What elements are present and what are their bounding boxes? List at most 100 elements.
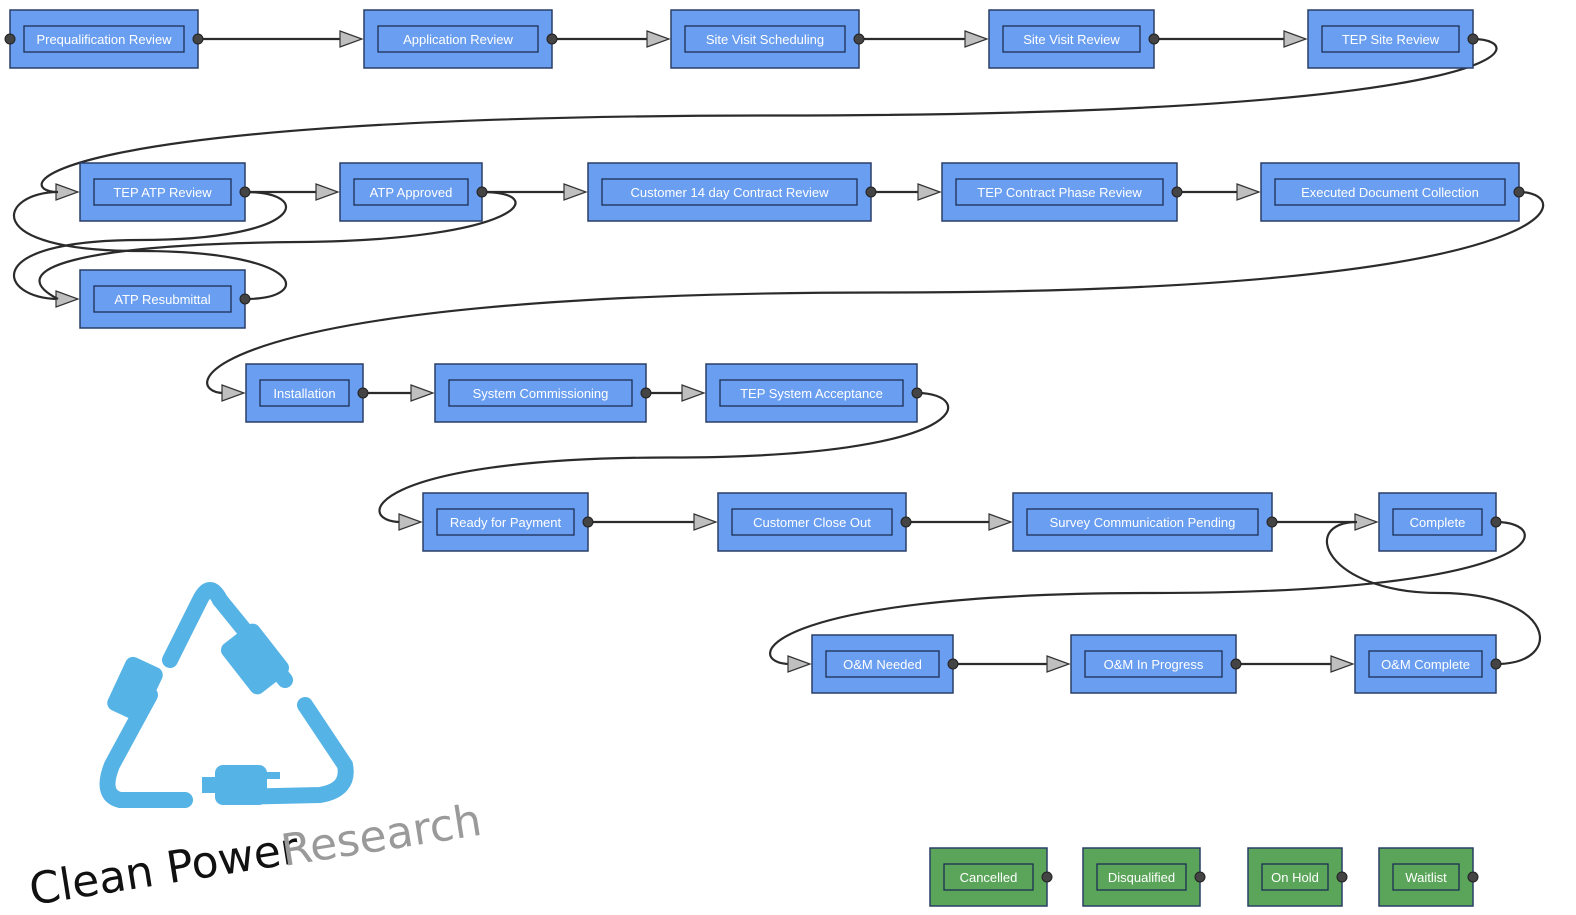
node-label: Installation [273,386,335,401]
node-atpresub[interactable]: ATP Resubmittal [79,269,251,329]
node-label: TEP Site Review [1342,32,1440,47]
node-label: Site Visit Scheduling [706,32,824,47]
node-label: Complete [1410,515,1466,530]
output-port[interactable] [476,186,488,198]
node-execdoc[interactable]: Executed Document Collection [1260,162,1525,222]
node-label: Prequalification Review [36,32,172,47]
arrowhead-icon [1046,655,1071,673]
arrowhead-icon [964,30,989,48]
arrowhead-icon [1283,30,1308,48]
node-syscomm[interactable]: System Commissioning [434,363,652,423]
node-atpappr[interactable]: ATP Approved [339,162,488,222]
node-survey[interactable]: Survey Communication Pending [1012,492,1278,552]
output-port[interactable] [1513,186,1525,198]
connector-complete-omneeded[interactable] [769,520,1526,666]
output-port[interactable] [1230,658,1242,670]
arrowhead-icon [1354,513,1379,531]
connector-tepatp-atpresub[interactable] [13,190,288,301]
output-port[interactable] [357,387,369,399]
output-port[interactable] [947,658,959,670]
output-port[interactable] [239,293,251,305]
output-port[interactable] [1041,871,1053,883]
output-port[interactable] [1467,33,1479,45]
plug-shapes [107,623,289,805]
node-label: On Hold [1271,870,1319,885]
node-cancelled[interactable]: Cancelled [929,847,1053,907]
node-label: System Commissioning [473,386,609,401]
node-label: Application Review [403,32,513,47]
node-onhold[interactable]: On Hold [1247,847,1348,907]
connector-atpresub-tepatp[interactable] [13,190,288,301]
output-port[interactable] [853,33,865,45]
arrowhead-icon [398,513,423,531]
node-svreview[interactable]: Site Visit Review [988,9,1160,69]
arrowhead-icon [55,183,80,201]
logo-word-research: Research [278,795,485,877]
output-port[interactable] [192,33,204,45]
output-port[interactable] [239,186,251,198]
output-port[interactable] [1266,516,1278,528]
connector-omcomplete-complete[interactable] [1326,520,1542,666]
node-label: Waitlist [1405,870,1447,885]
node-omneeded[interactable]: O&M Needed [811,634,959,694]
output-port[interactable] [1148,33,1160,45]
node-complete[interactable]: Complete [1378,492,1502,552]
node-label: Customer Close Out [753,515,871,530]
node-omprog[interactable]: O&M In Progress [1070,634,1242,694]
nodes: Prequalification Review Application Revie… [4,9,1525,907]
node-label: TEP ATP Review [113,185,212,200]
node-waitlist[interactable]: Waitlist [1378,847,1479,907]
node-label: TEP Contract Phase Review [977,185,1142,200]
output-port[interactable] [900,516,912,528]
node-omcomplete[interactable]: O&M Complete [1354,634,1502,694]
node-closeout[interactable]: Customer Close Out [717,492,912,552]
output-port[interactable] [1171,186,1183,198]
output-port[interactable] [1490,658,1502,670]
output-port[interactable] [582,516,594,528]
arrowhead-icon [646,30,671,48]
node-label: ATP Approved [370,185,453,200]
arrowhead-icon [563,183,588,201]
arrowhead-icon [410,384,435,402]
connector-tepsys-ready[interactable] [378,391,950,524]
node-cust14[interactable]: Customer 14 day Contract Review [587,162,877,222]
arrowhead-icon [693,513,718,531]
arrowhead-icon [221,384,246,402]
input-port[interactable] [4,33,16,45]
connector-execdoc-install[interactable] [206,190,1545,395]
arrowhead-icon [1236,183,1261,201]
node-prequal[interactable]: Prequalification Review [9,9,204,69]
arrowhead-icon [917,183,942,201]
output-port[interactable] [1490,516,1502,528]
node-svsched[interactable]: Site Visit Scheduling [670,9,865,69]
node-app[interactable]: Application Review [363,9,558,69]
output-port[interactable] [640,387,652,399]
node-label: Cancelled [960,870,1018,885]
node-tepsys[interactable]: TEP System Acceptance [705,363,923,423]
arrowhead-icon [315,183,340,201]
output-port[interactable] [865,186,877,198]
output-port[interactable] [1336,871,1348,883]
node-label: Disqualified [1108,870,1175,885]
node-disq[interactable]: Disqualified [1082,847,1206,907]
arrowhead-icon [681,384,706,402]
output-port[interactable] [1467,871,1479,883]
connector-atpappr-atpresub[interactable] [38,190,517,300]
node-tepatp[interactable]: TEP ATP Review [79,162,251,222]
node-label: O&M In Progress [1104,657,1204,672]
node-label: Ready for Payment [450,515,562,530]
node-ready[interactable]: Ready for Payment [422,492,594,552]
node-tepsite[interactable]: TEP Site Review [1307,9,1479,69]
node-tepcontract[interactable]: TEP Contract Phase Review [941,162,1183,222]
connectors [13,30,1545,673]
output-port[interactable] [1194,871,1206,883]
output-port[interactable] [546,33,558,45]
clean-power-research-logo: Clean Power Research [26,582,485,915]
arrowhead-icon [339,30,364,48]
arrowhead-icon [787,655,812,673]
output-port[interactable] [911,387,923,399]
node-label: ATP Resubmittal [114,292,210,307]
connector-tepsite-tepatp[interactable] [40,37,1498,194]
node-install[interactable]: Installation [245,363,369,423]
